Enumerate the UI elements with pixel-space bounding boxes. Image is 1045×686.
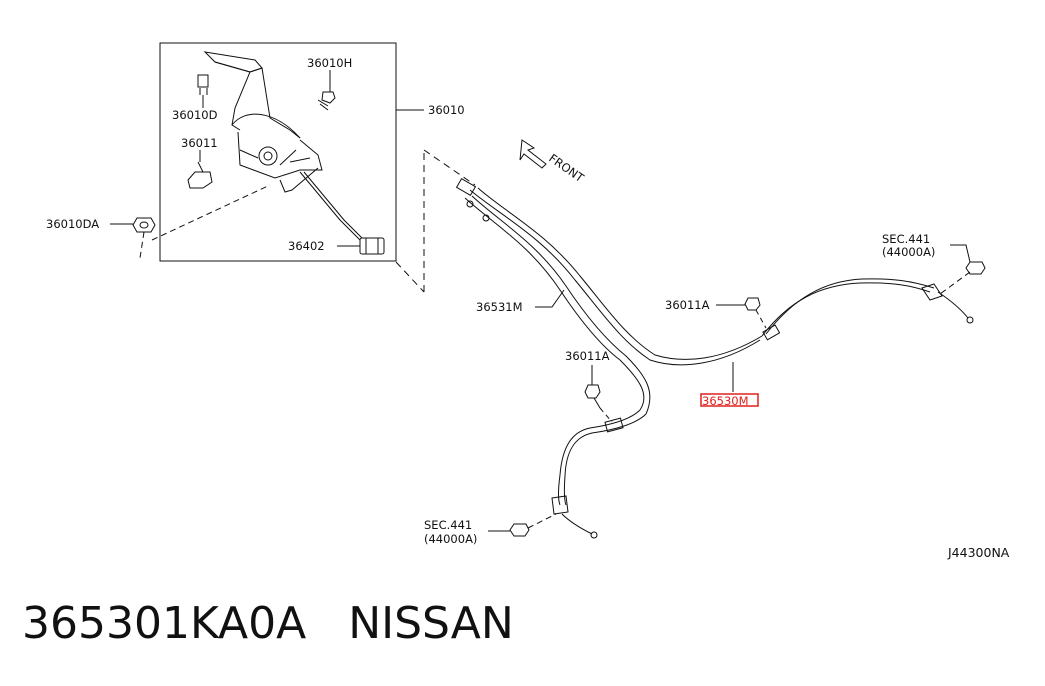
label-36010D: 36010D	[172, 108, 218, 122]
highlight-box-36530M	[700, 393, 759, 407]
label-sec441-right: SEC.441	[882, 232, 930, 246]
front-cable-36531M	[455, 177, 763, 415]
label-36011A-mid: 36011A	[565, 349, 610, 363]
part-caption: 365301KA0A NISSAN	[22, 598, 514, 649]
label-front: FRONT	[546, 151, 587, 186]
bolt-36011A-top-icon	[744, 297, 761, 311]
label-36010DA: 36010DA	[46, 217, 99, 231]
brand-name: NISSAN	[348, 598, 514, 649]
bolt-36011A-mid-icon	[584, 384, 601, 409]
label-36402: 36402	[288, 239, 325, 253]
parking-brake-lever-assembly	[203, 51, 363, 241]
label-36011A-top: 36011A	[665, 298, 710, 312]
part-number: 365301KA0A	[22, 598, 307, 649]
label-36010H: 36010H	[307, 56, 352, 70]
adjuster-36402-icon	[359, 237, 385, 255]
lever-inset-frame	[159, 42, 397, 262]
clip-36010D-icon	[197, 74, 209, 95]
left-rear-cable	[551, 409, 647, 539]
label-36530M: 36530M	[702, 394, 749, 408]
front-arrow-icon	[519, 139, 547, 169]
label-36011: 36011	[181, 136, 218, 150]
bolt-sec441-right-icon	[965, 261, 986, 275]
bolt-sec441-left-icon	[509, 523, 530, 537]
label-36010: 36010	[428, 103, 465, 117]
right-rear-cable	[761, 278, 974, 341]
nut-36010DA-icon	[132, 217, 156, 233]
label-36531M: 36531M	[476, 300, 523, 314]
diagram-code: J44300NA	[947, 545, 1010, 560]
label-sec441-left-sub: (44000A)	[424, 532, 477, 546]
bolt-36010H-icon	[317, 91, 336, 111]
bracket-36011-icon	[187, 161, 213, 189]
label-sec441-left: SEC.441	[424, 518, 472, 532]
label-sec441-right-sub: (44000A)	[882, 245, 935, 259]
